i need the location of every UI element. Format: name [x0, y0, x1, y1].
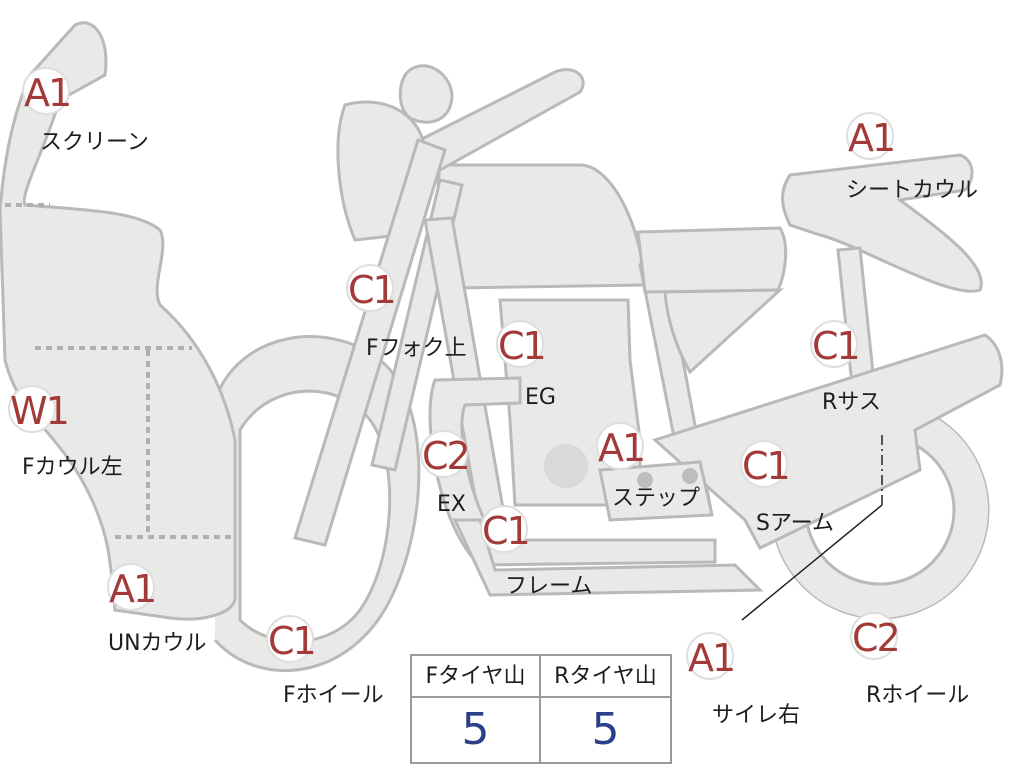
screen-grade-badge: A1: [22, 67, 72, 115]
silencer-leader-line: [741, 504, 883, 621]
r-wheel-label: Rホイール: [866, 683, 970, 708]
seat-cowl-label: シートカウル: [846, 178, 979, 203]
under-cowl-label: UNカウル: [108, 631, 207, 656]
r-wheel-grade-badge: C2: [850, 612, 901, 660]
front-tire-header: Fタイヤ山: [412, 656, 541, 698]
f-cowl-left-label: Fカウル左: [22, 455, 123, 480]
f-fork-upper-grade-badge: C1: [346, 264, 397, 312]
engine-cover-shape: [544, 444, 588, 488]
swing-arm-shape: [652, 333, 1004, 550]
seat-cowl-shape: [781, 153, 983, 293]
front-tire-value: 5: [412, 698, 541, 762]
f-fork-upper-label: Fフォク上: [366, 336, 467, 361]
f-wheel-label: Fホイール: [283, 683, 384, 708]
mirror-shape: [398, 64, 454, 124]
front-fork-shape: [293, 138, 447, 547]
step-bolt-shape-2: [682, 468, 698, 484]
s-arm-grade-badge: C1: [740, 440, 791, 488]
step-grade-badge: A1: [596, 422, 646, 470]
rear-tire-value: 5: [591, 704, 620, 755]
seat-cowl-grade-badge: A1: [846, 112, 896, 160]
r-suspension-label: Rサス: [822, 390, 881, 415]
fuel-tank-shape: [436, 163, 647, 290]
rear-tire-header: Rタイヤ山: [541, 656, 670, 698]
tire-tread-table: Fタイヤ山 Rタイヤ山 5 5: [410, 654, 672, 764]
engine-label: EG: [525, 385, 556, 410]
f-cowl-left-grade-badge: W1: [8, 385, 70, 433]
silencer-right-label: サイレ右: [712, 703, 801, 728]
s-arm-label: Sアーム: [756, 511, 834, 536]
handlebar-shape: [396, 68, 585, 172]
exhaust-grade-badge: C2: [420, 430, 471, 478]
step-bolt-shape: [637, 472, 653, 488]
step-label: ステップ: [612, 486, 701, 511]
silencer-right-grade-badge: A1: [686, 632, 736, 680]
engine-grade-badge: C1: [496, 320, 547, 368]
frame-label: フレーム: [505, 574, 593, 599]
r-suspension-grade-badge: C1: [810, 320, 861, 368]
f-wheel-grade-badge: C1: [266, 615, 317, 663]
exhaust-label: EX: [437, 492, 466, 517]
screen-label: スクリーン: [40, 130, 149, 155]
rear-cover-shape: [663, 288, 784, 375]
lower-frame-shape: [452, 518, 764, 597]
side-panel-shape: [636, 226, 788, 294]
frame-grade-badge: C1: [480, 505, 531, 553]
under-cowl-grade-badge: A1: [107, 563, 157, 611]
